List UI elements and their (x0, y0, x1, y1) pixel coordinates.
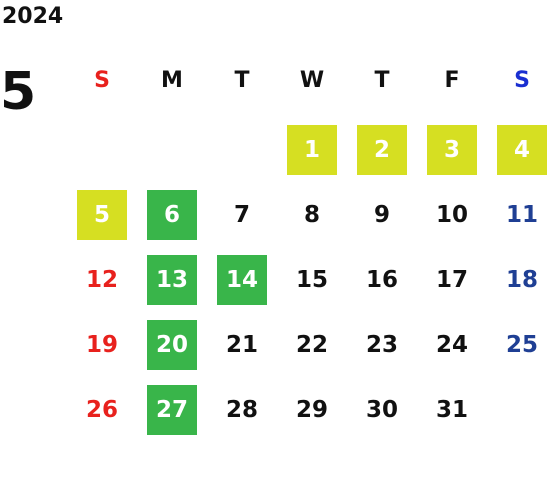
weekday-header-wednesday: W (299, 68, 325, 93)
day-cell-5[interactable]: 5 (77, 190, 127, 240)
day-cell-23[interactable]: 23 (365, 332, 398, 358)
day-cell-24[interactable]: 24 (435, 332, 468, 358)
day-cell-17[interactable]: 17 (435, 267, 468, 293)
day-cell-16[interactable]: 16 (365, 267, 398, 293)
weekday-header-sunday: S (94, 68, 110, 93)
weekday-header-tuesday: T (234, 68, 250, 93)
day-cell-30[interactable]: 30 (365, 397, 398, 423)
weekday-header-friday: F (444, 68, 460, 93)
day-cell-6[interactable]: 6 (147, 190, 197, 240)
day-cell-11[interactable]: 11 (505, 202, 538, 228)
day-cell-27[interactable]: 27 (147, 385, 197, 435)
day-cell-8[interactable]: 8 (303, 202, 320, 228)
day-cell-19[interactable]: 19 (85, 332, 118, 358)
month-number: 5 (0, 62, 37, 122)
day-cell-21[interactable]: 21 (225, 332, 258, 358)
weekday-header-saturday: S (514, 68, 530, 93)
year-label: 2024 (2, 4, 64, 29)
day-cell-4[interactable]: 4 (497, 125, 547, 175)
day-cell-25[interactable]: 25 (505, 332, 538, 358)
day-cell-15[interactable]: 15 (295, 267, 328, 293)
day-cell-22[interactable]: 22 (295, 332, 328, 358)
day-cell-28[interactable]: 28 (225, 397, 258, 423)
day-cell-9[interactable]: 9 (373, 202, 390, 228)
day-cell-31[interactable]: 31 (435, 397, 468, 423)
day-cell-14[interactable]: 14 (217, 255, 267, 305)
day-cell-1[interactable]: 1 (287, 125, 337, 175)
day-cell-20[interactable]: 20 (147, 320, 197, 370)
day-cell-26[interactable]: 26 (85, 397, 118, 423)
day-cell-2[interactable]: 2 (357, 125, 407, 175)
day-cell-18[interactable]: 18 (505, 267, 538, 293)
day-cell-10[interactable]: 10 (435, 202, 468, 228)
weekday-header-monday: M (161, 68, 183, 93)
day-cell-13[interactable]: 13 (147, 255, 197, 305)
weekday-header-thursday: T (374, 68, 390, 93)
day-cell-7[interactable]: 7 (233, 202, 250, 228)
day-cell-12[interactable]: 12 (85, 267, 118, 293)
day-cell-3[interactable]: 3 (427, 125, 477, 175)
day-cell-29[interactable]: 29 (295, 397, 328, 423)
